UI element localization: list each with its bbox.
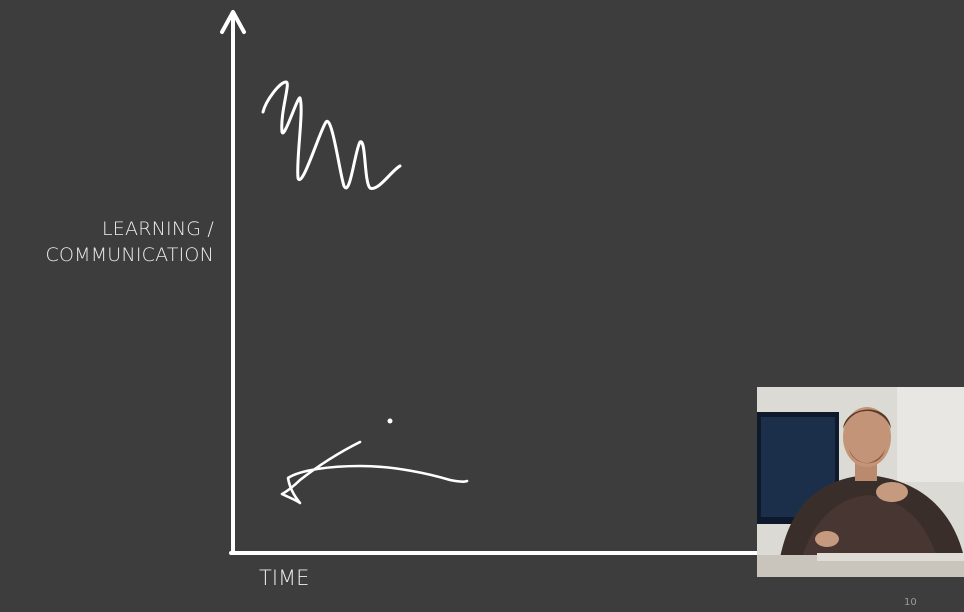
y-axis-label: LEARNING / COMMUNICATION — [0, 216, 214, 268]
x-axis-label: TIME — [259, 566, 310, 590]
webcam-video-inset — [757, 387, 964, 577]
page-number: 10 — [904, 597, 917, 608]
arrow-up-icon — [220, 10, 246, 34]
arrow-scribble — [280, 440, 469, 505]
dot-mark — [387, 418, 393, 424]
y-axis-label-line1: LEARNING / — [102, 218, 214, 240]
squiggle-scribble — [261, 80, 402, 190]
webcam-frame — [757, 387, 964, 577]
y-axis-label-line2: COMMUNICATION — [45, 244, 214, 266]
